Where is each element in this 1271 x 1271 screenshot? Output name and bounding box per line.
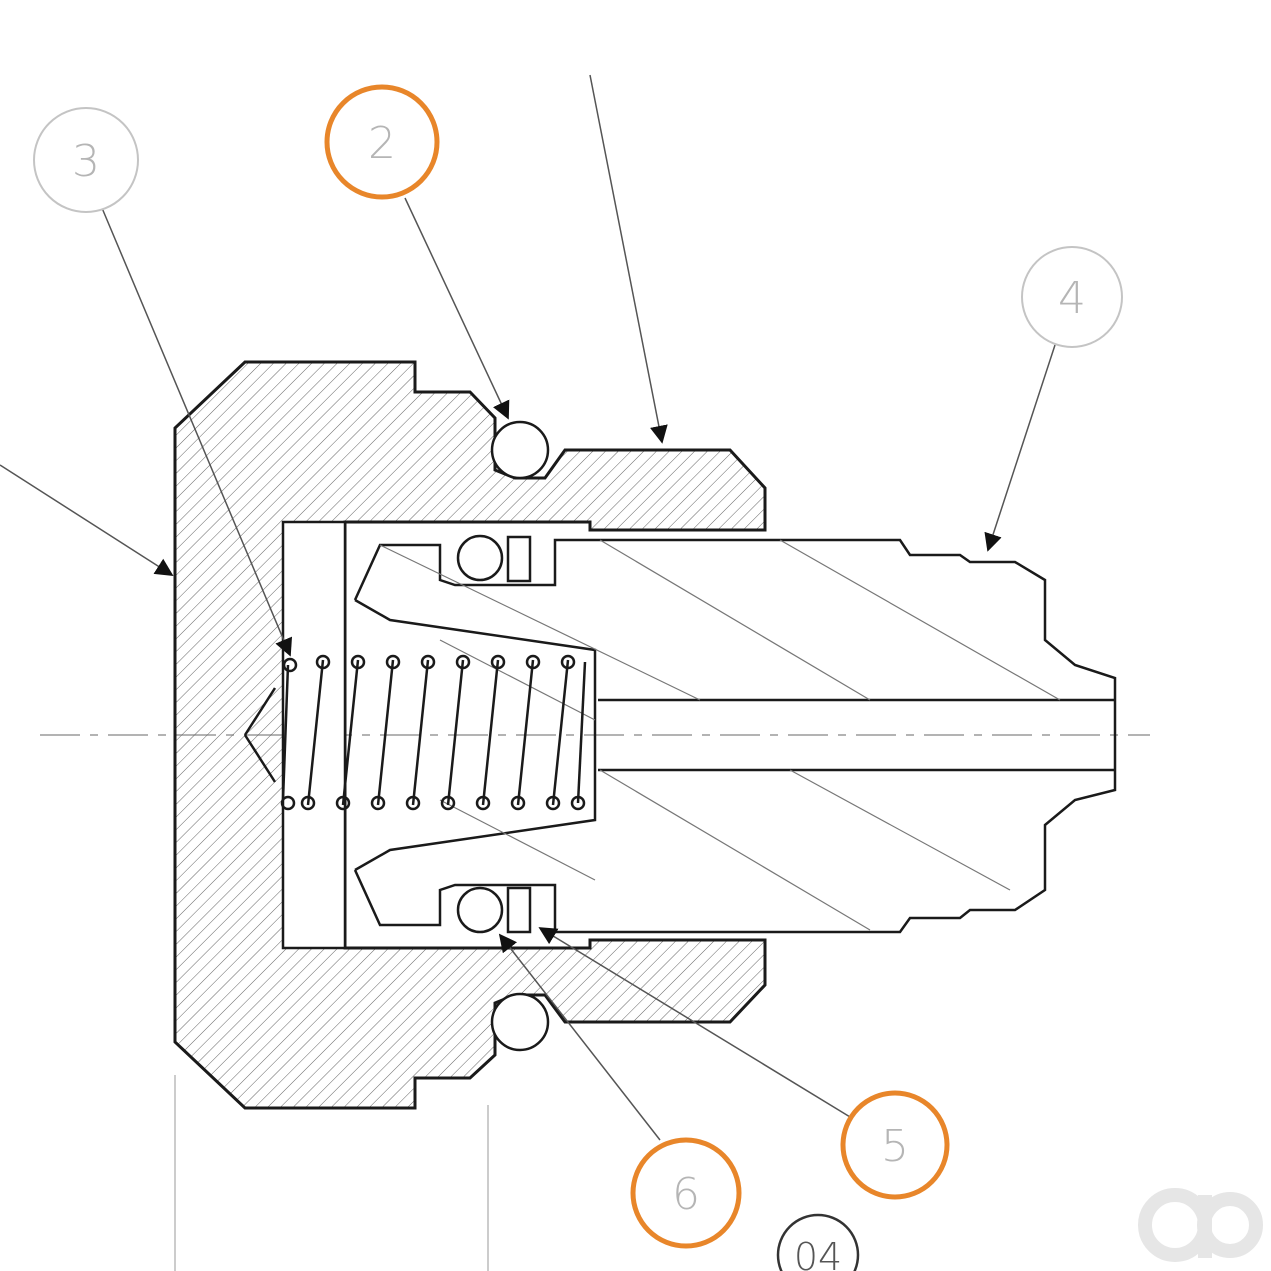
balloon-2: 2 <box>324 84 440 200</box>
ao-logo-icon <box>1138 1188 1263 1262</box>
balloon-5: 5 <box>840 1090 950 1200</box>
balloon-6: 6 <box>630 1137 742 1249</box>
balloon-label: 3 <box>72 136 100 187</box>
balloon-label: 04 <box>794 1235 842 1271</box>
outer-o-ring-bottom <box>490 992 550 1052</box>
inner-o-ring-top <box>456 534 504 582</box>
balloon-3: 3 <box>33 107 139 213</box>
balloon-4: 4 <box>1021 246 1123 348</box>
plunger-body <box>243 538 1117 934</box>
balloon-label: 4 <box>1058 273 1086 324</box>
balloon-04: 04 <box>776 1213 860 1271</box>
inner-o-ring-bottom <box>456 886 504 934</box>
extension-lines <box>174 1075 489 1271</box>
o-rings <box>456 420 550 1052</box>
balloon-label: 6 <box>672 1169 700 1220</box>
outer-o-ring-top <box>490 420 550 480</box>
balloon-label: 2 <box>368 118 396 169</box>
leader-lines <box>0 74 1056 1141</box>
plunger-shading <box>379 539 1061 931</box>
spring <box>280 654 587 811</box>
balloon-label: 5 <box>881 1121 909 1172</box>
